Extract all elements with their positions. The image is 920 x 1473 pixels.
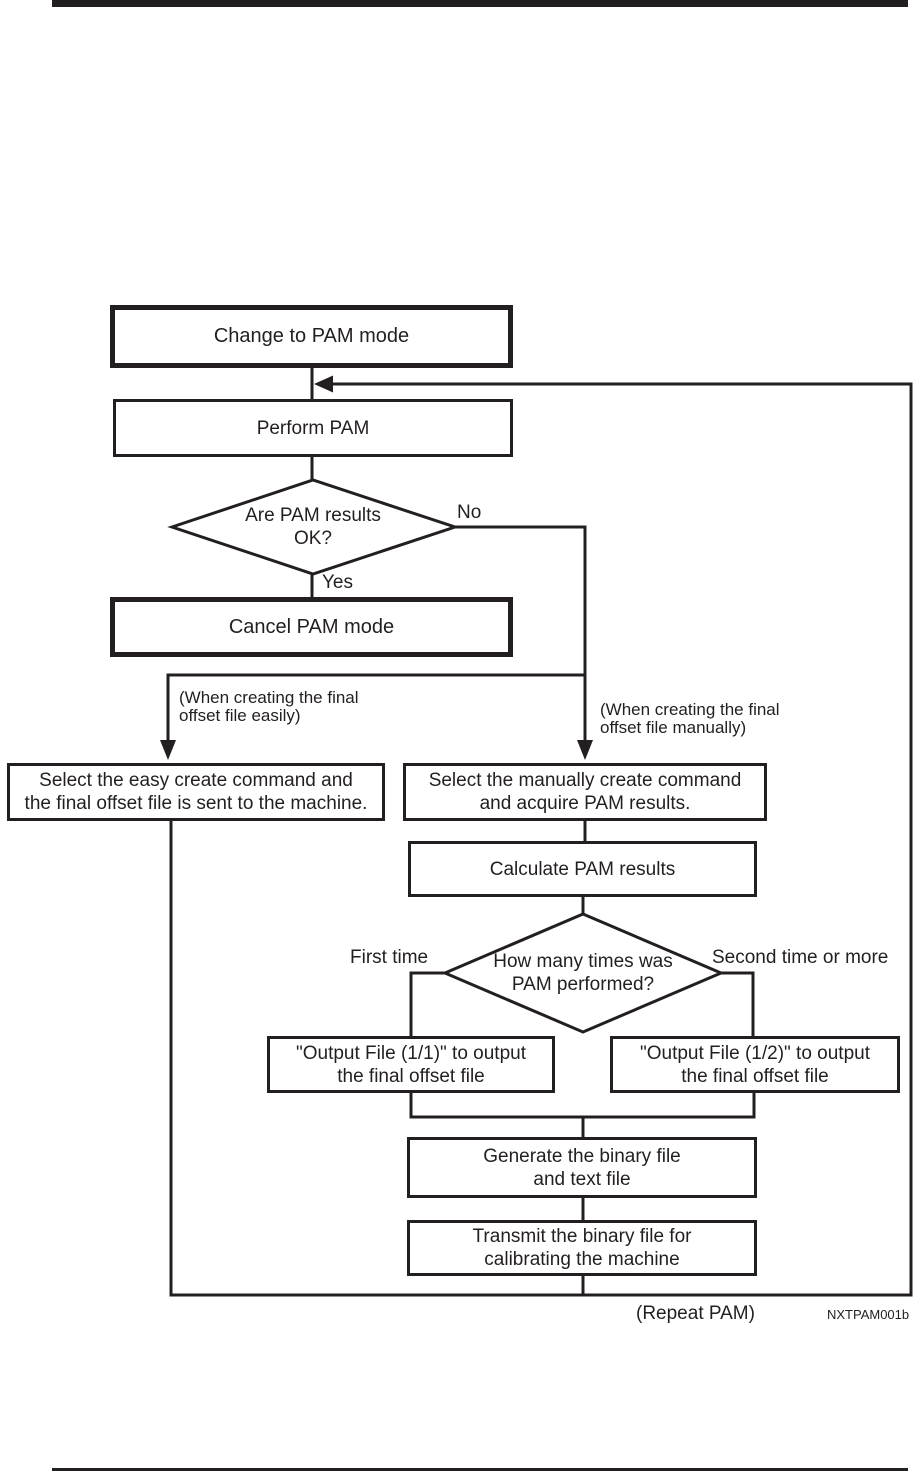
node-label-line: and acquire PAM results. — [479, 793, 691, 814]
annotation-line: offset file manually) — [600, 718, 747, 737]
node-label-line: Transmit the binary file for — [472, 1226, 692, 1247]
node-change-to-pam-mode: Change to PAM mode — [110, 305, 513, 368]
branch-label-no: No — [457, 502, 482, 523]
node-label: Cancel PAM mode — [228, 615, 395, 638]
branch-label-yes: Yes — [322, 572, 353, 593]
node-output-file-1-2: "Output File (1/2)" to output the final … — [610, 1036, 900, 1093]
annotation-easy: (When creating the final offset file eas… — [179, 689, 359, 725]
node-label-line: "Output File (1/1)" to output — [296, 1042, 526, 1064]
branch-label-second-time: Second time or more — [712, 947, 889, 968]
node-label-line: Generate the binary file — [483, 1145, 681, 1167]
node-label-line: the final offset file is sent to the mac… — [24, 793, 368, 814]
return-loop-line — [169, 382, 913, 1297]
node-label-line: and text file — [533, 1168, 631, 1190]
second-time-branch-line — [718, 971, 755, 1037]
node-generate-binary-file: Generate the binary file and text file — [407, 1137, 757, 1198]
repeat-pam-label: (Repeat PAM) — [636, 1303, 755, 1324]
annotation-line: (When creating the final — [600, 700, 780, 719]
node-label: Perform PAM — [256, 417, 370, 439]
node-label: Change to PAM mode — [213, 325, 410, 347]
easy-branch-line — [166, 673, 585, 742]
node-label-line: the final offset file — [337, 1065, 485, 1087]
loop-arrowhead-left — [314, 375, 333, 393]
annotation-line: (When creating the final — [179, 688, 359, 707]
node-output-file-1-1: "Output File (1/1)" to output the final … — [267, 1036, 555, 1093]
node-label: Calculate PAM results — [489, 858, 676, 880]
annotation-manual: (When creating the final offset file man… — [600, 701, 780, 737]
node-transmit-binary-file: Transmit the binary file for calibrating… — [407, 1220, 757, 1276]
node-perform-pam: Perform PAM — [113, 399, 513, 457]
node-label-line: "Output File (1/2)" to output — [640, 1042, 870, 1064]
node-cancel-pam-mode: Cancel PAM mode — [110, 597, 513, 657]
branch-label-first-time: First time — [350, 947, 429, 968]
node-label-line: the final offset file — [681, 1065, 829, 1087]
figure-code-label: NXTPAM001b — [827, 1307, 910, 1322]
decision-diamond-results-ok — [167, 478, 460, 576]
first-time-branch-line — [409, 971, 447, 1037]
output-merge-line — [409, 1092, 756, 1119]
annotation-line: offset file easily) — [179, 706, 301, 725]
node-manual-create: Select the manually create command and a… — [403, 763, 767, 821]
easy-arrowhead-down — [160, 740, 176, 760]
node-easy-create: Select the easy create command and the f… — [7, 763, 385, 821]
bottom-rule — [52, 1468, 908, 1471]
decision-diamond-how-many — [441, 912, 725, 1034]
top-rule — [52, 0, 908, 7]
manual-arrowhead-down — [577, 740, 593, 760]
node-calculate-pam-results: Calculate PAM results — [408, 841, 757, 897]
node-label-line: calibrating the machine — [484, 1249, 680, 1270]
no-branch-line — [453, 525, 587, 742]
node-label-line: Select the manually create command — [428, 770, 742, 791]
node-label-line: Select the easy create command and — [39, 770, 353, 791]
